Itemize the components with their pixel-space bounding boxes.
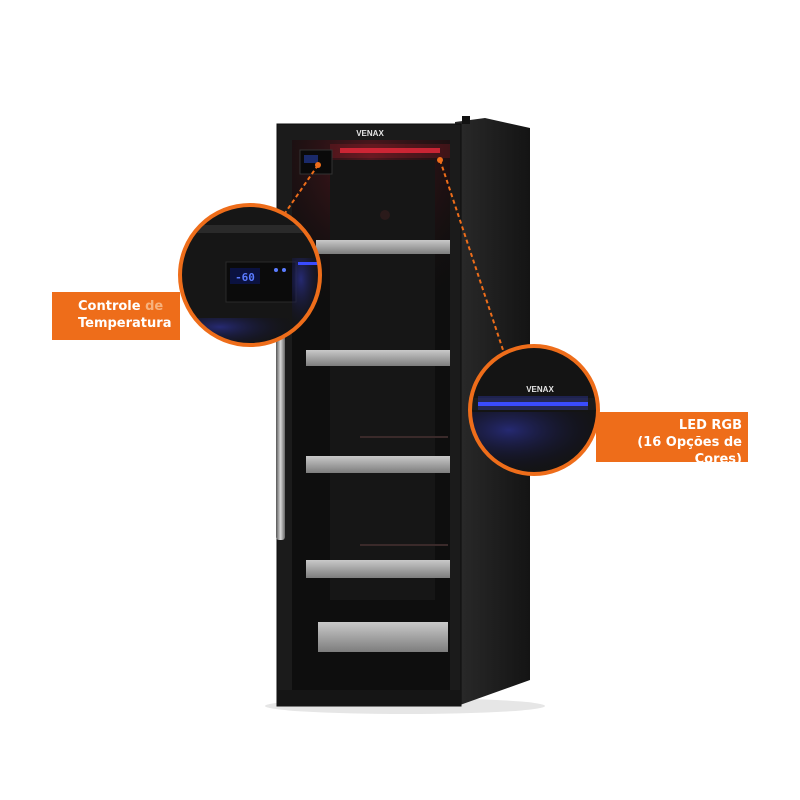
interior-fan <box>380 210 390 220</box>
shelf-2 <box>306 350 450 366</box>
shelf-3 <box>306 456 450 473</box>
door-handle <box>276 335 285 540</box>
brand-logo: VENAX <box>356 129 384 138</box>
temp-label-line2: Temperatura <box>78 316 172 331</box>
zoom-brand-logo: VENAX <box>526 385 554 394</box>
top-hinge <box>462 116 470 124</box>
bottom-tray <box>318 622 448 652</box>
connector-dot-temp <box>315 162 321 168</box>
zoom-temperature-control: -60 <box>178 203 322 347</box>
fridge-base <box>277 690 461 706</box>
temperature-control-label: Controle de Temperatura <box>52 292 180 340</box>
led-label-line2: (16 Opções de Cores) <box>637 435 742 467</box>
led-rgb-label: LED RGB (16 Opções de Cores) <box>596 412 748 467</box>
temp-label-word2: de <box>145 299 164 314</box>
zoom-display-reading: -60 <box>235 271 255 284</box>
connector-dot-led <box>437 157 443 163</box>
temp-label-word1: Controle <box>78 299 141 314</box>
led-strip <box>340 148 440 153</box>
shelf-4 <box>306 560 450 578</box>
zoom-led-strip: VENAX <box>468 344 600 476</box>
interior-back-wall <box>330 160 435 600</box>
led-label-line1: LED RGB <box>678 418 742 433</box>
control-panel-display <box>304 155 318 163</box>
shelf-1 <box>316 240 450 254</box>
led-strip-glow <box>330 144 450 158</box>
